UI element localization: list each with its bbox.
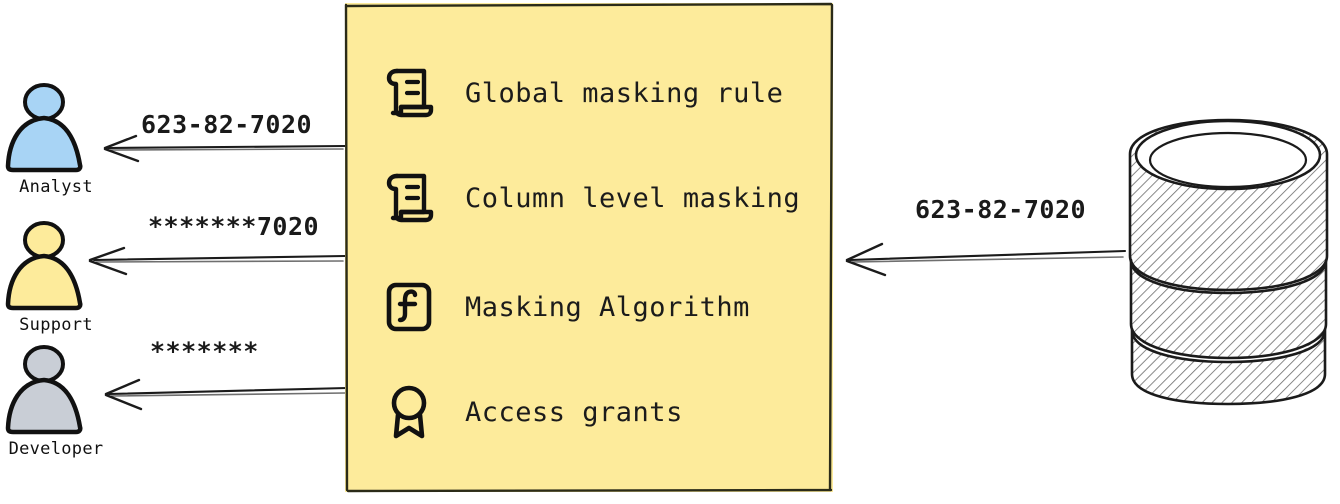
user-icon (5, 345, 83, 435)
actor-developer[interactable]: Developer (0, 342, 112, 459)
actor-analyst[interactable]: Analyst (0, 80, 112, 197)
user-icon (5, 83, 83, 173)
arrow-panel-to-analyst (103, 134, 347, 163)
arrow-database-to-panel (845, 242, 1127, 277)
flow-value-source: 623-82-7020 (915, 195, 1087, 224)
policy-item-access-grants[interactable]: Access grants (381, 380, 683, 444)
actor-label: Support (19, 315, 93, 335)
policy-item-global-masking-rule[interactable]: Global masking rule (381, 61, 783, 125)
scroll-icon (381, 168, 437, 228)
policy-item-label: Masking Algorithm (465, 291, 750, 323)
actor-label: Developer (8, 439, 104, 459)
policy-item-label: Column level masking (465, 182, 801, 214)
function-icon (381, 277, 437, 337)
flow-value-support: *******7020 (148, 212, 320, 241)
policy-list: Global masking rule Column level masking (345, 3, 833, 492)
user-icon (5, 221, 83, 311)
policy-item-label: Access grants (465, 396, 683, 428)
policy-panel: Global masking rule Column level masking (344, 2, 834, 493)
actor-label: Analyst (19, 177, 93, 197)
policy-item-masking-algorithm[interactable]: Masking Algorithm (381, 275, 750, 339)
award-icon (381, 382, 437, 442)
flow-value-analyst: 623-82-7020 (141, 110, 313, 139)
policy-item-label: Global masking rule (465, 77, 784, 109)
flow-value-developer: ******* (150, 337, 259, 366)
arrow-panel-to-support (88, 246, 347, 276)
scroll-icon (381, 63, 437, 123)
database-icon (1128, 118, 1329, 406)
actor-support[interactable]: Support (0, 218, 112, 335)
arrow-panel-to-developer (104, 378, 349, 411)
policy-item-column-level-masking[interactable]: Column level masking (381, 166, 800, 230)
